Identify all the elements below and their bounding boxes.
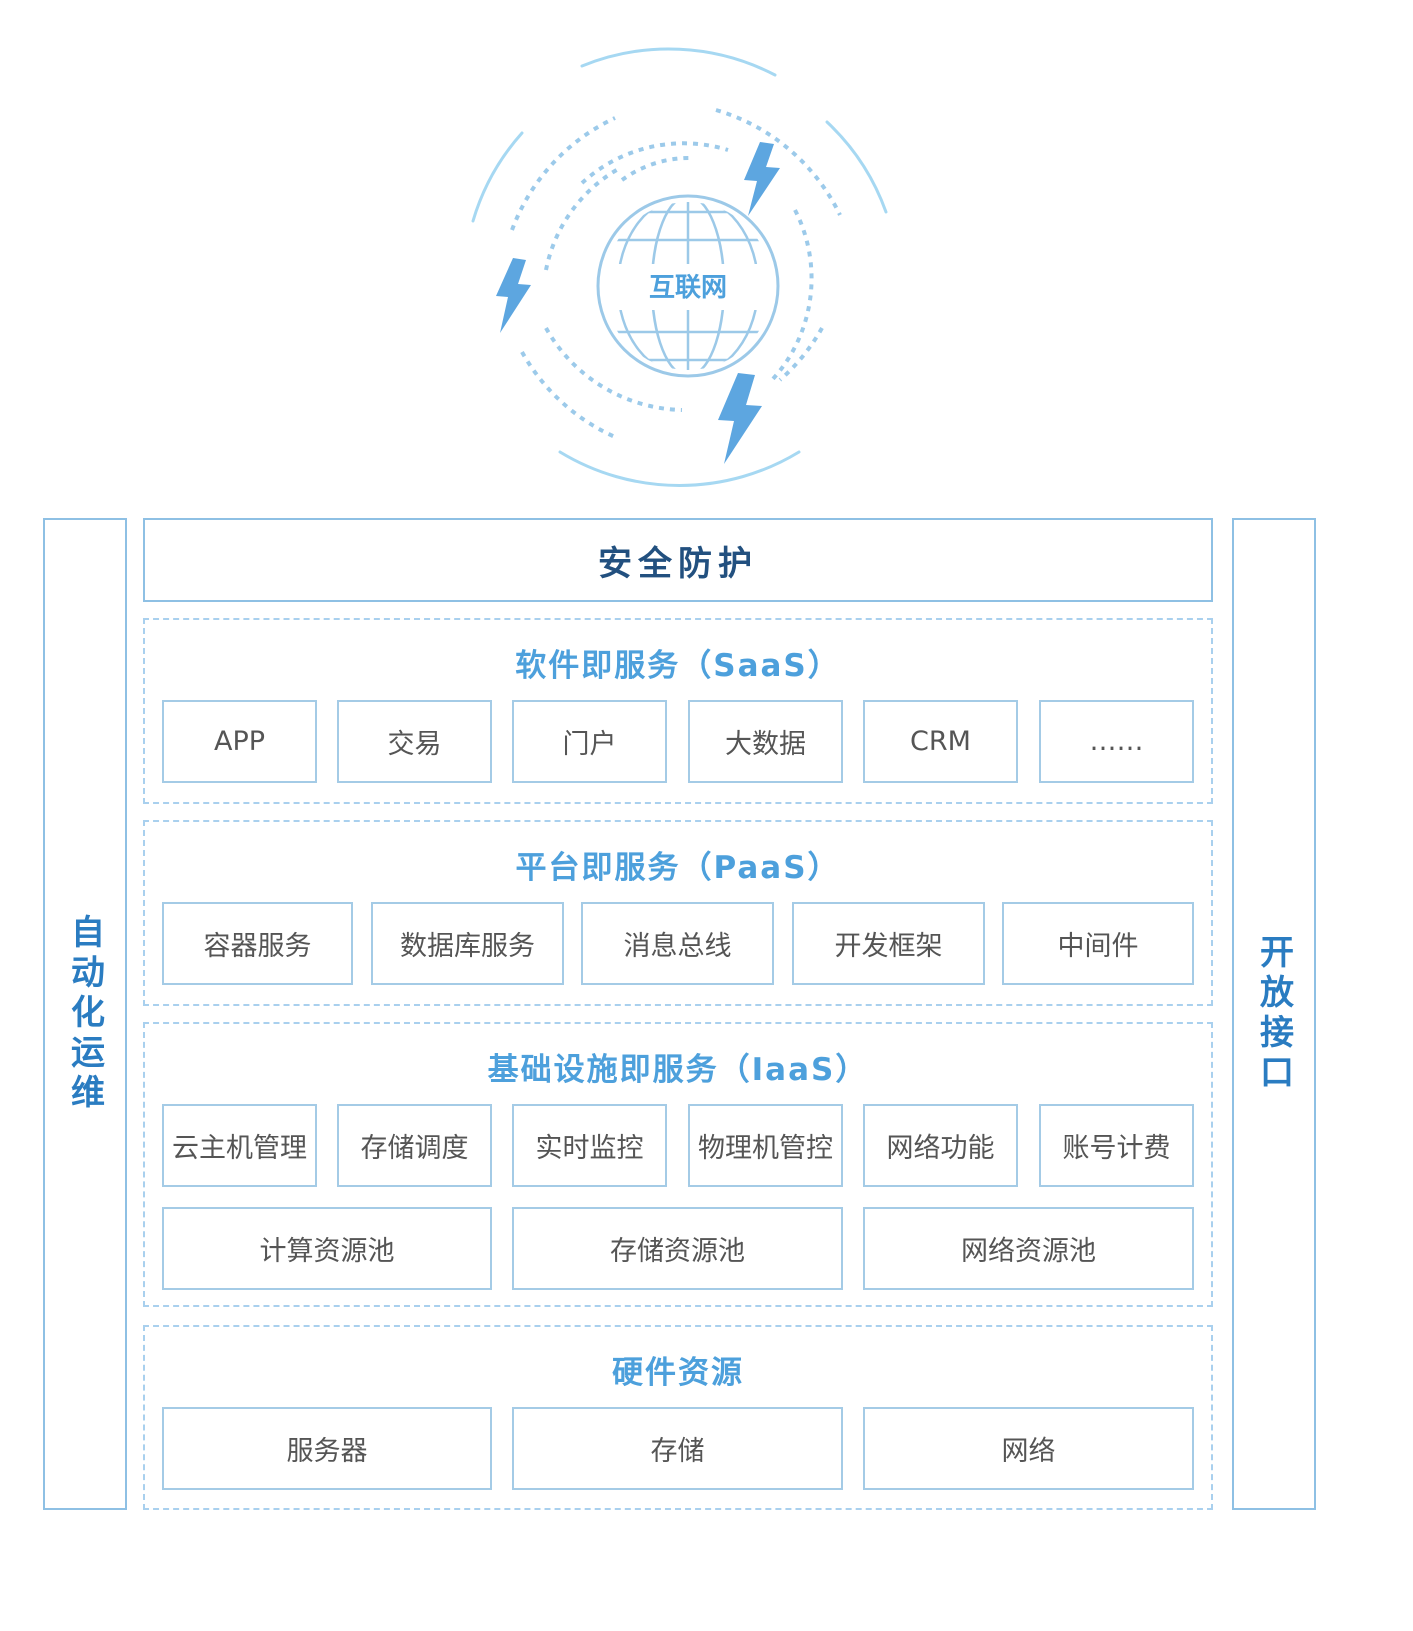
iaas-item: 物理机管控 xyxy=(688,1104,843,1187)
automation-ops-panel: 自动化运维 xyxy=(43,518,127,1510)
iaas-pool: 网络资源池 xyxy=(863,1207,1194,1290)
paas-item: 中间件 xyxy=(1002,902,1194,985)
dotted-rings xyxy=(510,108,842,439)
hardware-layer: 硬件资源 服务器 存储 网络 xyxy=(143,1325,1213,1510)
paas-layer: 平台即服务（PaaS） 容器服务 数据库服务 消息总线 开发框架 中间件 xyxy=(143,820,1213,1006)
paas-item: 消息总线 xyxy=(581,902,774,985)
globe-label: 互联网 xyxy=(649,273,727,303)
globe-icon: 互联网 xyxy=(596,194,780,378)
open-api-label: 开放接口 xyxy=(1253,934,1294,1094)
saas-item: 交易 xyxy=(337,700,492,783)
iaas-title: 基础设施即服务（IaaS） xyxy=(487,1052,869,1088)
internet-illustration: 互联网 xyxy=(471,47,888,487)
saas-item: …… xyxy=(1039,700,1194,783)
iaas-pool: 存储资源池 xyxy=(512,1207,843,1290)
paas-item: 容器服务 xyxy=(162,902,353,985)
security-layer: 安全防护 xyxy=(143,518,1213,602)
iaas-item: 存储调度 xyxy=(337,1104,492,1187)
paas-title: 平台即服务（PaaS） xyxy=(515,850,841,886)
saas-item: 大数据 xyxy=(688,700,843,783)
hardware-title: 硬件资源 xyxy=(612,1355,744,1391)
saas-item: APP xyxy=(162,700,317,783)
iaas-item: 账号计费 xyxy=(1039,1104,1194,1187)
outer-rings xyxy=(471,47,888,487)
saas-item: 门户 xyxy=(512,700,667,783)
open-api-panel: 开放接口 xyxy=(1232,518,1316,1510)
lightning-bolt-icon xyxy=(496,142,780,464)
iaas-item: 网络功能 xyxy=(863,1104,1018,1187)
iaas-layer: 基础设施即服务（IaaS） 云主机管理 存储调度 实时监控 物理机管控 网络功能… xyxy=(143,1022,1213,1307)
iaas-item: 实时监控 xyxy=(512,1104,667,1187)
hardware-item: 服务器 xyxy=(162,1407,492,1490)
saas-item: CRM xyxy=(863,700,1018,783)
paas-item: 数据库服务 xyxy=(371,902,564,985)
automation-ops-label: 自动化运维 xyxy=(64,914,105,1114)
paas-item: 开发框架 xyxy=(792,902,985,985)
iaas-item: 云主机管理 xyxy=(162,1104,317,1187)
iaas-pool: 计算资源池 xyxy=(162,1207,492,1290)
saas-title: 软件即服务（SaaS） xyxy=(515,648,841,684)
saas-layer: 软件即服务（SaaS） APP 交易 门户 大数据 CRM …… xyxy=(143,618,1213,804)
hardware-item: 存储 xyxy=(512,1407,843,1490)
hardware-item: 网络 xyxy=(863,1407,1194,1490)
